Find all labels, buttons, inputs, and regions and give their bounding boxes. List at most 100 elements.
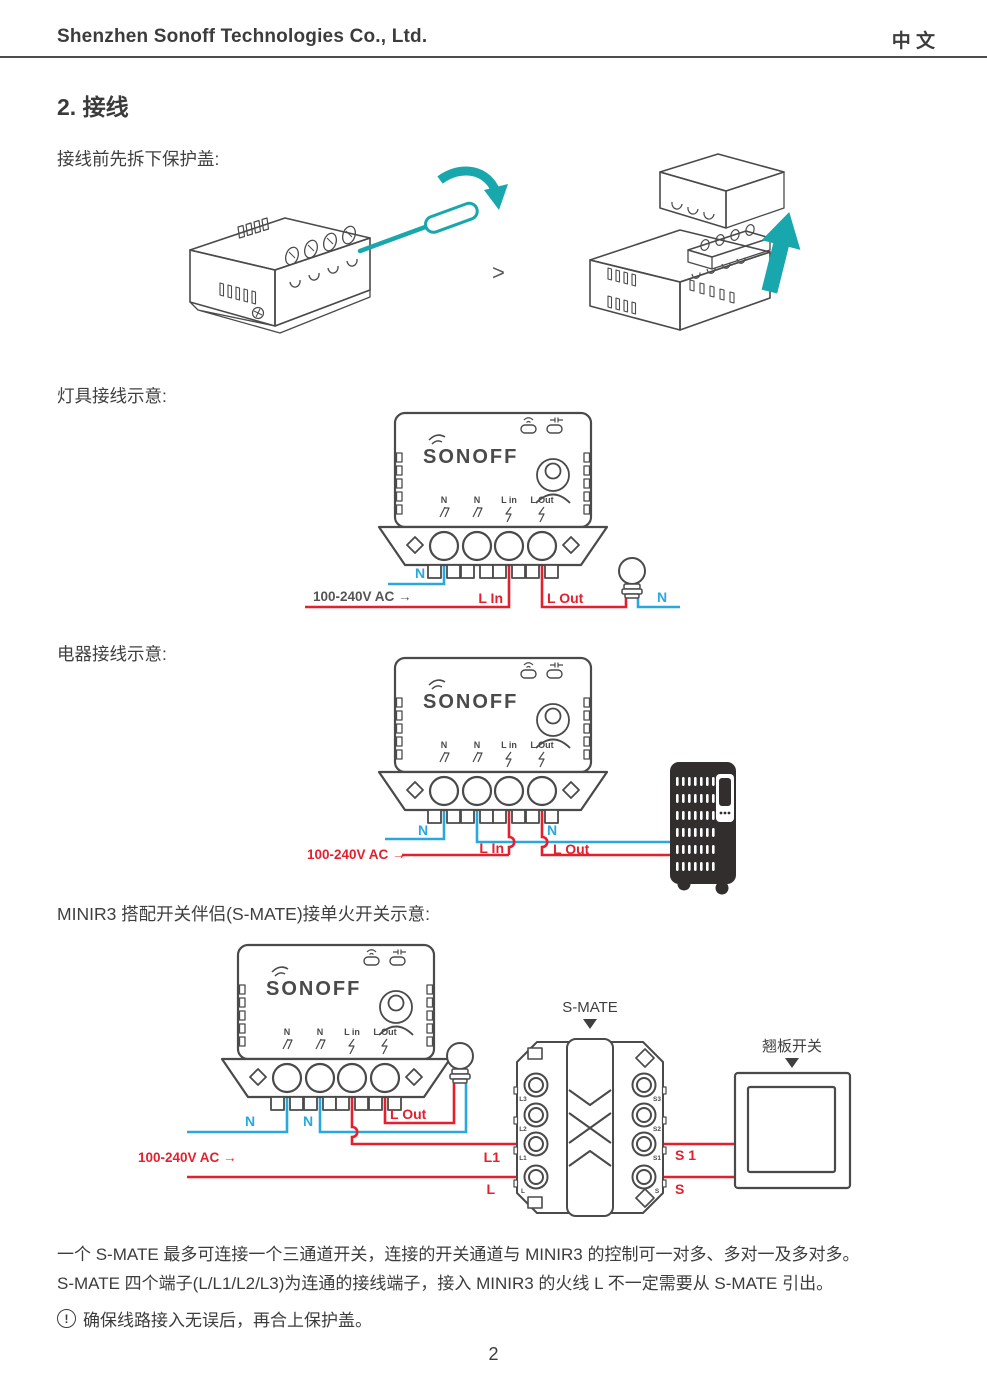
logo-signal-icon [271,966,289,977]
live-l1-wire [350,1092,524,1146]
live-out-wire [540,560,628,609]
l-out-label: L Out [390,1106,427,1122]
neutral-in-wire [388,560,446,586]
neutral-out-wire [636,595,680,609]
smate-terminal-labels: L3 L2 L1 L S3 S2 S1 S [519,1096,661,1195]
svg-text:L3: L3 [519,1096,527,1103]
neutral-out-wire [475,805,672,844]
link-indicator-icon [546,417,563,434]
neutral-in-wire [187,1092,289,1134]
remove-cover-illustration: > [189,153,801,334]
switch-callout-label: 翘板开关 [762,1037,822,1055]
svg-text:S3: S3 [653,1096,661,1103]
svg-text:N: N [284,1027,291,1037]
s1-label: S 1 [675,1147,696,1163]
svg-text:N: N [441,495,448,505]
pairing-button [378,990,414,1036]
n-in-label: N [415,565,425,581]
svg-text:L Out: L Out [373,1027,396,1037]
rotate-arrow-icon [437,166,508,210]
svg-text:L: L [521,1188,525,1195]
appliance-wiring-diagram: SONOFF N N L in L Out [307,656,736,895]
neutral-lamp-wire [318,1081,468,1134]
header-company: Shenzhen Sonoff Technologies Co., Ltd. [57,26,428,47]
wifi-indicator-icon [520,417,537,434]
exclamation-icon: ! [57,1309,76,1328]
terminal-tabs [427,809,559,824]
switch-wires [660,1142,735,1179]
pairing-button [535,703,571,749]
n-out-label: N [657,589,667,605]
l-label: L [486,1181,495,1197]
lamp-wiring-diagram: SONOFF N N L in L Out [305,411,680,609]
para-line-2: S-MATE 四个端子(L/L1/L2/L3)为连通的接线端子，接入 MINIR… [57,1274,834,1293]
section-title: 2. 接线 [57,94,129,120]
device-sketch-closed [189,217,371,334]
svg-text:S: S [655,1188,660,1195]
svg-text:N: N [474,740,481,750]
minir3-device: SONOFF N N L in L Out [220,943,452,1111]
live-out-wire [540,805,672,857]
smate-module: L3 L2 L1 L S3 S2 S1 S [513,1038,667,1217]
light-bulb [446,1042,474,1084]
appliance-section-label: 电器接线示意: [57,644,167,664]
svg-text:S1: S1 [653,1155,661,1162]
supply-label: 100-240V AC → [313,589,412,604]
sonoff-logo: SONOFF [423,691,518,713]
smate-section-label: MINIR3 搭配开关伴侣(S-MATE)接单火开关示意: [57,904,431,924]
minir3-device: SONOFF N N L in L Out [377,656,609,824]
svg-text:N: N [441,740,448,750]
supply-label: 100-240V AC → [307,847,406,862]
terminal-tabs [427,564,559,579]
note-row: ! 确保线路接入无误后，再合上保护盖。 [57,1306,372,1331]
note-text: 确保线路接入无误后，再合上保护盖。 [83,1311,372,1330]
header-divider [0,56,987,58]
logo-signal-icon [428,679,446,690]
svg-text:L in: L in [344,1027,360,1037]
live-in-wire [305,560,511,609]
rocker-switch [733,1071,852,1190]
svg-text:N: N [474,495,481,505]
smate-wiring-diagram: SONOFF N N L in L Out [138,943,852,1217]
n-in-label: N [418,822,428,838]
l-in-label: L In [479,840,504,856]
wifi-indicator-icon [520,662,537,679]
terminal-labels: N N L in L Out [441,740,554,750]
terminal-symbols [282,1038,388,1055]
supply-label: 100-240V AC → [138,1150,237,1165]
svg-text:L in: L in [501,740,517,750]
light-bulb [618,557,646,599]
terminal-tabs [270,1096,402,1111]
link-indicator-icon [546,662,563,679]
l-in-label: L In [478,590,503,606]
minir3-device: SONOFF N N L in L Out [377,411,609,579]
neutral-in-wire [385,805,446,841]
terminal-labels: N N L in L Out [441,495,554,505]
terminal-labels: N N L in L Out [284,1027,397,1037]
smate-callout-arrow-icon [583,1019,597,1029]
svg-text:L1: L1 [519,1155,527,1162]
heater-slots [676,777,715,871]
terminal-symbols [439,506,545,523]
smate-right-terminals [631,1072,657,1190]
svg-text:L Out: L Out [530,740,553,750]
lamp-section-label: 灯具接线示意: [57,386,167,406]
heater-appliance [670,762,736,895]
lift-arrow-icon [761,212,801,294]
body-paragraph: 一个 S-MATE 最多可连接一个三通道开关，连接的开关通道与 MINIR3 的… [57,1240,947,1298]
wifi-indicator-icon [363,949,380,966]
n-lamp-label: N [303,1113,313,1129]
sonoff-logo: SONOFF [266,978,361,1000]
logo-signal-icon [428,434,446,445]
l-out-label: L Out [553,841,590,857]
smate-callout-label: S-MATE [562,999,618,1016]
svg-text:L2: L2 [519,1126,527,1133]
n-in-label: N [245,1113,255,1129]
page-number: 2 [488,1344,499,1364]
link-indicator-icon [389,949,406,966]
pairing-button [535,458,571,504]
svg-text:S2: S2 [653,1126,661,1133]
terminal-symbols [439,751,545,768]
l-out-label: L Out [547,590,584,606]
